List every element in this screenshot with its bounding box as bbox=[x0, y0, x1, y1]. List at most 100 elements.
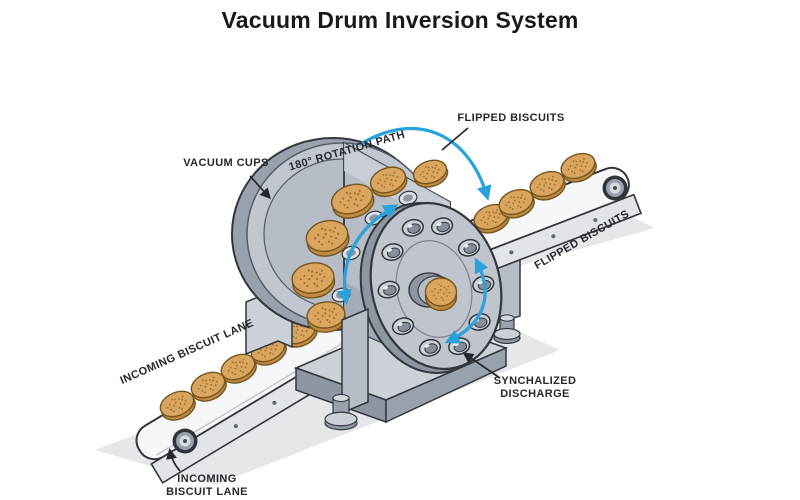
biscuit-speckle bbox=[484, 221, 486, 224]
biscuit-speckle bbox=[181, 398, 183, 401]
biscuit-speckle bbox=[580, 165, 583, 167]
biscuit-speckle bbox=[541, 178, 544, 180]
foot-cap bbox=[332, 393, 350, 403]
biscuit-speckle bbox=[210, 383, 213, 386]
biscuit-speckle bbox=[345, 191, 348, 194]
biscuit-speckle bbox=[422, 170, 424, 173]
biscuit-top bbox=[291, 262, 335, 294]
incoming-caption-label: INCOMING BISCUIT LANE bbox=[166, 473, 248, 499]
biscuit-speckle bbox=[440, 285, 442, 287]
synchronized-discharge-line2: DISCHARGE bbox=[500, 388, 570, 400]
biscuit-speckle bbox=[426, 172, 429, 175]
drum-rotation-arrow bbox=[336, 204, 399, 305]
biscuit-speckle bbox=[311, 270, 314, 273]
biscuit-speckle bbox=[487, 217, 490, 220]
outgoing-conveyor bbox=[459, 166, 643, 278]
biscuit-speckle bbox=[433, 176, 436, 179]
biscuit-speckle bbox=[549, 183, 552, 185]
biscuit-speckle bbox=[480, 219, 483, 222]
flange-bolt bbox=[430, 217, 454, 236]
biscuit-speckle bbox=[242, 358, 245, 361]
biscuit-speckle bbox=[316, 285, 319, 288]
biscuit-speckle bbox=[313, 282, 316, 285]
biscuit-speckle bbox=[361, 194, 364, 198]
biscuit-speckle bbox=[259, 348, 262, 351]
foot-base bbox=[493, 327, 521, 341]
biscuit-speckle bbox=[438, 168, 440, 171]
biscuit-speckle bbox=[543, 184, 546, 187]
face-rotation-arrow bbox=[444, 257, 489, 344]
biscuit-top bbox=[369, 166, 407, 194]
belt-screw bbox=[233, 423, 238, 429]
biscuit-speckle bbox=[317, 233, 320, 236]
biscuit-speckle bbox=[166, 406, 169, 409]
biscuit-speckle bbox=[317, 318, 320, 321]
biscuit-speckle bbox=[227, 369, 230, 372]
biscuit-speckle bbox=[492, 211, 495, 214]
biscuit-speckle bbox=[385, 177, 388, 180]
biscuit-speckle bbox=[391, 184, 394, 187]
machine-foot bbox=[324, 393, 358, 431]
biscuit-speckle bbox=[296, 325, 298, 328]
biscuit-speckle bbox=[306, 284, 309, 287]
biscuit-speckle bbox=[310, 274, 314, 278]
biscuit-speckle bbox=[239, 361, 241, 363]
biscuit-speckle bbox=[424, 166, 427, 168]
biscuit-speckle bbox=[173, 410, 175, 413]
biscuit-speckle bbox=[584, 165, 587, 168]
biscuit-speckle bbox=[320, 269, 323, 272]
machine-foot bbox=[493, 314, 521, 345]
biscuit-speckle bbox=[586, 162, 588, 164]
biscuit bbox=[412, 159, 449, 188]
biscuit-speckle bbox=[517, 205, 520, 207]
foot-base bbox=[324, 411, 358, 427]
biscuit-speckle bbox=[573, 172, 576, 174]
biscuit-speckle bbox=[439, 289, 442, 291]
biscuit-speckle bbox=[332, 316, 335, 319]
flange-bolt bbox=[418, 338, 442, 357]
biscuit bbox=[190, 371, 227, 402]
biscuit-speckle bbox=[174, 398, 176, 401]
biscuit-speckle bbox=[320, 280, 323, 283]
biscuit-top bbox=[159, 390, 195, 418]
biscuit-speckle bbox=[513, 199, 516, 202]
biscuit-speckle bbox=[512, 202, 515, 205]
biscuit-speckle bbox=[431, 290, 433, 293]
vacuum-cups-pointer bbox=[249, 175, 272, 200]
biscuit-speckle bbox=[540, 188, 542, 191]
biscuit-speckle bbox=[317, 312, 320, 314]
biscuit-speckle bbox=[328, 321, 331, 324]
biscuit-speckle bbox=[384, 180, 387, 183]
biscuit-speckle bbox=[436, 172, 439, 174]
biscuit-speckle bbox=[174, 401, 177, 404]
biscuit-speckle bbox=[579, 169, 582, 171]
biscuit-speckle bbox=[488, 214, 491, 217]
biscuit-speckle bbox=[307, 269, 310, 272]
biscuit-speckle bbox=[496, 208, 498, 211]
biscuit-speckle bbox=[331, 311, 334, 313]
biscuit-speckle bbox=[328, 240, 331, 243]
biscuit bbox=[424, 277, 458, 312]
base-front-right bbox=[385, 346, 507, 424]
biscuit-speckle bbox=[181, 395, 184, 398]
biscuit-speckle bbox=[205, 382, 208, 385]
biscuit-speckle bbox=[181, 408, 183, 410]
biscuit-speckle bbox=[431, 175, 433, 177]
biscuit-speckle bbox=[235, 361, 237, 364]
flange-bolt bbox=[457, 238, 481, 257]
biscuit-speckle bbox=[319, 320, 322, 323]
biscuit-speckle bbox=[569, 165, 572, 168]
bolt-highlight bbox=[463, 244, 469, 248]
biscuit-speckle bbox=[446, 295, 448, 297]
biscuit-speckle bbox=[328, 309, 331, 312]
biscuit-speckle bbox=[567, 168, 570, 171]
biscuit-speckle bbox=[427, 166, 430, 169]
biscuit-speckle bbox=[257, 351, 260, 354]
biscuit-speckle bbox=[321, 307, 324, 310]
biscuit-speckle bbox=[433, 294, 436, 297]
biscuit-speckle bbox=[482, 216, 485, 219]
biscuit-speckle bbox=[380, 184, 383, 187]
biscuit-speckle bbox=[330, 242, 334, 245]
